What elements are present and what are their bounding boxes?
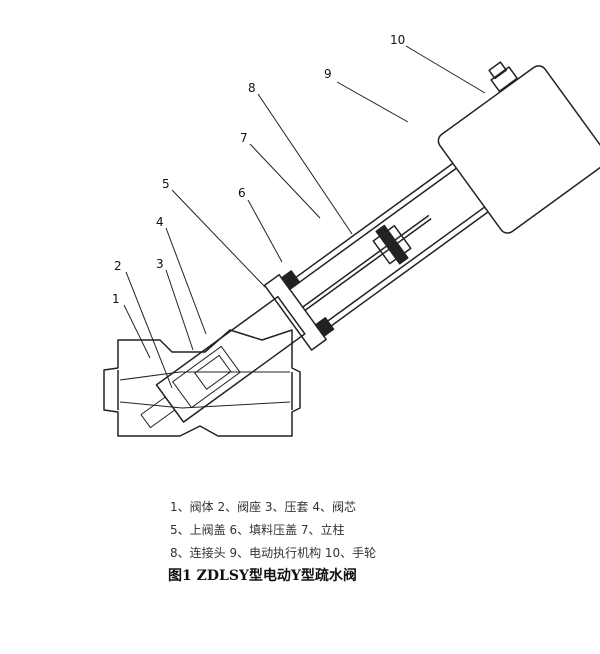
callout-2: 2 <box>114 259 122 273</box>
legend-line-2: 5、上阀盖 6、填料压盖 7、立柱 <box>170 523 345 537</box>
callout-9: 9 <box>324 67 332 81</box>
callout-8: 8 <box>248 81 256 95</box>
callout-6: 6 <box>238 186 246 200</box>
callout-3: 3 <box>156 257 164 271</box>
callout-labels: 1 2 3 4 5 6 7 8 9 10 <box>112 33 405 306</box>
legend-line-3: 8、连接头 9、电动执行机构 10、手轮 <box>170 546 377 560</box>
legend-line-1: 1、阀体 2、阀座 3、压套 4、阀芯 <box>170 500 356 514</box>
callout-1: 1 <box>112 292 120 306</box>
actuator <box>437 65 600 234</box>
bonnet <box>155 295 306 423</box>
figure-caption: 图1 ZDLSY型电动Y型疏水阀 <box>168 568 357 584</box>
callout-10: 10 <box>390 33 405 47</box>
valve-body <box>103 329 301 437</box>
callout-7: 7 <box>240 131 248 145</box>
handwheel <box>490 66 518 93</box>
callout-5: 5 <box>162 177 170 191</box>
callout-4: 4 <box>156 215 164 229</box>
